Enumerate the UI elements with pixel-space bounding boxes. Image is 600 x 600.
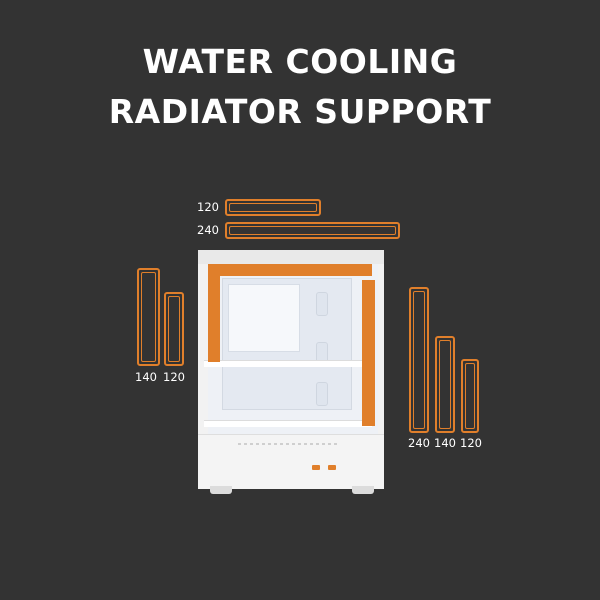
- top-radiator-120-outline: [225, 199, 321, 216]
- title-line-2: RADIATOR SUPPORT: [108, 92, 492, 131]
- side-mount-120-label: 120: [460, 436, 482, 450]
- case-cable-grommet: [316, 292, 328, 316]
- case-foot: [210, 486, 232, 494]
- front-mount-120-label: 120: [163, 370, 185, 384]
- title-line-1: WATER COOLING: [142, 42, 458, 81]
- side-mount-240-label: 240: [408, 436, 430, 450]
- case-foot: [352, 486, 374, 494]
- top-radiator-zone-highlight: [208, 264, 372, 276]
- side-radiator-120-outline: [461, 359, 479, 433]
- top-mount-240-label: 240: [197, 223, 219, 237]
- case-cable-grommet: [316, 382, 328, 406]
- top-radiator-240-outline: [225, 222, 400, 239]
- front-radiator-zone-highlight: [362, 280, 375, 426]
- case-top-panel: [198, 250, 384, 264]
- front-io-port: [312, 465, 320, 470]
- front-radiator-140-outline: [137, 268, 160, 366]
- psu-vent: [238, 443, 338, 445]
- rear-radiator-zone-highlight: [208, 276, 220, 362]
- front-io-port: [328, 465, 336, 470]
- side-mount-140-label: 140: [434, 436, 456, 450]
- case-shroud-edge: [204, 420, 372, 427]
- front-mount-140-label: 140: [135, 370, 157, 384]
- case-psu-shroud: [198, 434, 384, 489]
- front-radiator-120-outline: [164, 292, 184, 366]
- case-pci-bracket: [204, 360, 372, 367]
- pc-case-illustration: [198, 250, 384, 489]
- side-radiator-240-outline: [409, 287, 429, 433]
- case-cutout-panel: [228, 284, 300, 352]
- top-mount-120-label: 120: [197, 200, 219, 214]
- side-radiator-140-outline: [435, 336, 455, 433]
